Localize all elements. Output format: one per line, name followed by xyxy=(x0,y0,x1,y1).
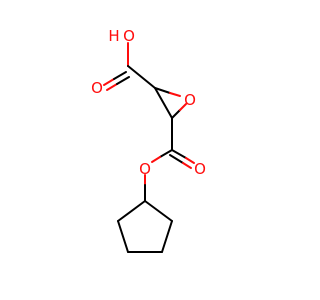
bond-cp-4 xyxy=(117,220,129,253)
bond-acid-c-o-double-1b xyxy=(113,71,127,80)
bond-ring-c2-o xyxy=(171,109,181,119)
bond-cp-2 xyxy=(161,220,173,253)
hydroxyl-h-label: H xyxy=(108,27,119,45)
bond-ring-c1-c2 xyxy=(154,87,173,119)
bond-ester-c-o-single xyxy=(159,149,173,158)
bond-ester-c-o-single-red xyxy=(151,156,161,163)
epoxide-o-label: O xyxy=(184,91,196,109)
bond-ring-c1-o-red xyxy=(169,92,181,97)
structure-diagram: H O O O O O xyxy=(91,27,206,253)
bond-ester-c-o-double-2-red xyxy=(182,162,192,169)
atom-labels: H O O O O O xyxy=(91,27,206,178)
bond-ring-c1-o xyxy=(154,87,171,94)
bond-cp-1 xyxy=(144,200,173,222)
bond-acid-c-o-double-2 xyxy=(106,83,118,91)
bond-acid-c-o-double-1 xyxy=(103,78,115,86)
ester-o-label: O xyxy=(139,160,151,178)
bond-ring-c2-o-red xyxy=(179,103,187,111)
bonds xyxy=(103,42,195,253)
ester-carbonyl-o-label: O xyxy=(194,160,206,178)
hydroxyl-o-label: O xyxy=(123,27,135,45)
acid-carbonyl-o-label: O xyxy=(91,79,103,97)
bond-ester-c-o-double-2 xyxy=(169,154,184,164)
bond-acid-c-ring xyxy=(127,65,156,89)
bond-acid-c-o-double-2b xyxy=(116,76,130,85)
bond-cp-5 xyxy=(117,200,146,222)
bond-ester-c-o-double-1-red xyxy=(185,157,195,164)
bond-ester-c-o-double-1 xyxy=(171,149,187,159)
